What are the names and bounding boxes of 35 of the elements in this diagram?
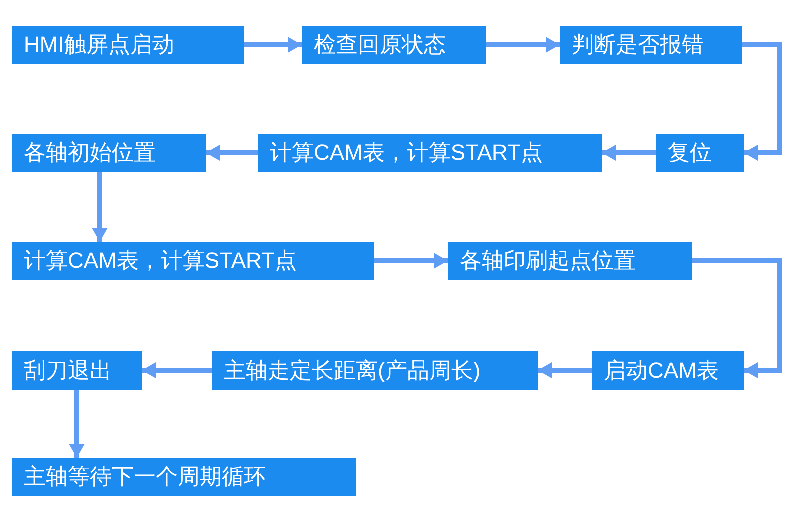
step-text: 计算CAM表，计算START点	[270, 139, 543, 167]
step-text: HMI触屏点启动	[24, 31, 174, 59]
process-box	[592, 351, 744, 390]
step-text: 主轴等待下一个周期循环	[24, 463, 266, 491]
step-text: 刮刀退出	[24, 356, 112, 384]
process-box	[448, 242, 692, 280]
step-text: 各轴初始位置	[24, 139, 156, 167]
arrow	[206, 145, 258, 161]
step-text: 计算CAM表，计算START点	[24, 247, 297, 275]
process-box	[12, 458, 356, 496]
arrow	[92, 172, 108, 242]
process-box	[656, 134, 744, 172]
arrow	[374, 253, 448, 269]
process-box	[560, 26, 742, 64]
process-box	[12, 242, 374, 280]
process-box	[302, 26, 486, 64]
arrow	[244, 37, 302, 53]
process-box	[12, 26, 244, 64]
arrow	[742, 42, 782, 161]
step-text: 启动CAM表	[604, 356, 719, 384]
process-box	[12, 351, 142, 390]
step-text: 主轴走定长距离(产品周长)	[224, 356, 481, 384]
step-text: 各轴印刷起点位置	[460, 247, 636, 275]
step-text: 复位	[668, 139, 712, 167]
process-box	[12, 134, 206, 172]
arrow	[538, 362, 592, 378]
arrow	[142, 362, 212, 378]
arrow	[692, 258, 782, 378]
arrow	[486, 37, 560, 53]
process-box	[212, 351, 538, 390]
step-text: 判断是否报错	[572, 31, 704, 59]
arrow	[602, 145, 656, 161]
step-text: 检查回原状态	[314, 31, 446, 59]
process-box	[258, 134, 602, 172]
arrow	[69, 390, 85, 458]
